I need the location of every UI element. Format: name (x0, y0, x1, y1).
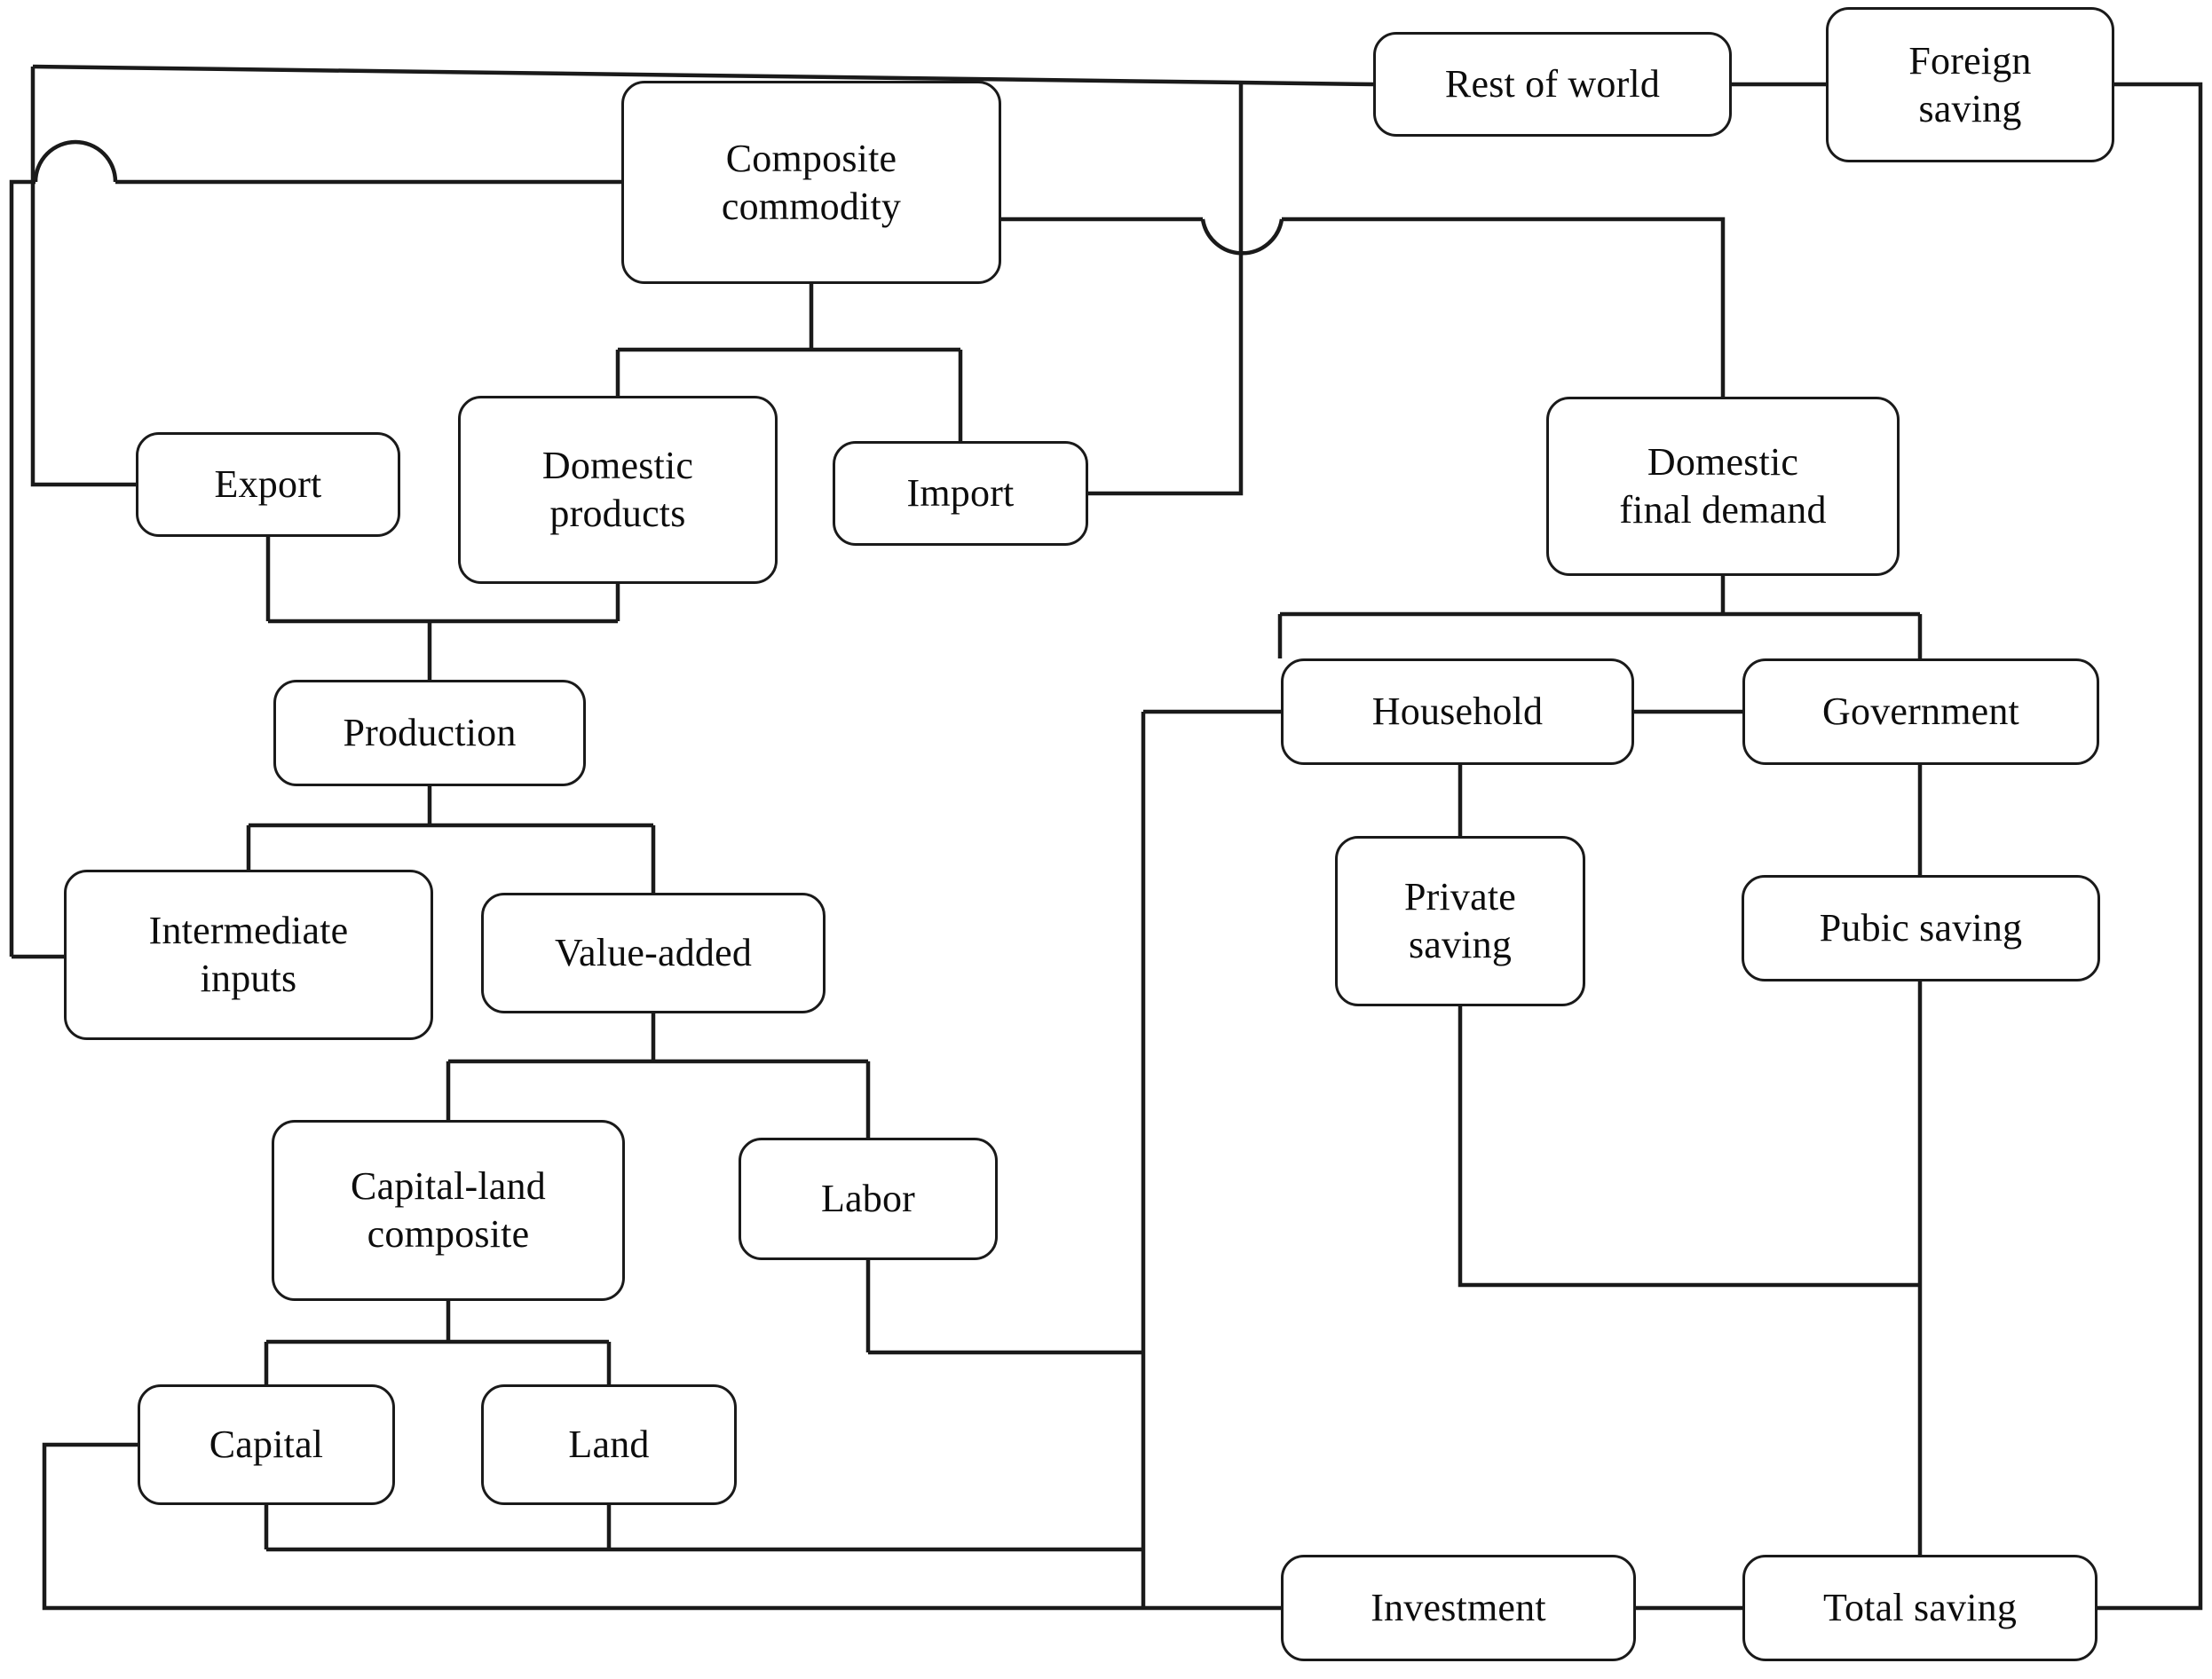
node-label: Investment (1371, 1586, 1546, 1630)
node-pubic-saving[interactable]: Pubic saving (1742, 875, 2100, 981)
node-label: Government (1822, 690, 2019, 734)
node-intermediate-inputs[interactable]: Intermediate inputs (64, 870, 433, 1040)
node-household[interactable]: Household (1281, 658, 1634, 765)
node-label: Pubic saving (1819, 906, 2023, 950)
node-label: Household (1371, 690, 1544, 734)
node-capital[interactable]: Capital (138, 1384, 395, 1505)
edge-composite-to-final-demand-right (1282, 217, 1726, 397)
node-government[interactable]: Government (1742, 658, 2099, 765)
edge-composite-to-export-hop (33, 139, 118, 183)
node-labor[interactable]: Labor (739, 1138, 998, 1260)
node-label: Composite commodity (721, 136, 902, 228)
edge-foreign-saving-to-total-saving (2097, 82, 2203, 1611)
node-label: Intermediate inputs (148, 909, 349, 1000)
node-export[interactable]: Export (136, 432, 400, 537)
node-label: Domestic products (541, 444, 694, 535)
node-label: Total saving (1822, 1586, 2018, 1630)
node-label: Foreign saving (1908, 38, 2032, 130)
node-label: Labor (820, 1177, 916, 1221)
edge-composite-to-final-demand-hop (1200, 218, 1284, 256)
node-foreign-saving[interactable]: Foreign saving (1826, 7, 2114, 162)
node-label: Land (568, 1423, 650, 1467)
node-composite-commodity[interactable]: Composite commodity (621, 81, 1001, 284)
node-value-added[interactable]: Value-added (481, 893, 826, 1013)
node-label: Value-added (554, 931, 753, 975)
node-label: Capital (209, 1423, 324, 1467)
node-rest-of-world[interactable]: Rest of world (1373, 32, 1732, 137)
node-label: Private saving (1403, 875, 1517, 966)
node-domestic-products[interactable]: Domestic products (458, 396, 778, 584)
node-total-saving[interactable]: Total saving (1742, 1555, 2097, 1661)
node-label: Capital-land composite (351, 1164, 546, 1256)
node-land[interactable]: Land (481, 1384, 737, 1505)
edge-private-saving-to-total-saving (1458, 1006, 1920, 1288)
node-label: Domestic final demand (1619, 440, 1827, 532)
node-domestic-final-demand[interactable]: Domestic final demand (1546, 397, 1900, 576)
edge-export-left-rail (30, 67, 136, 487)
node-private-saving[interactable]: Private saving (1335, 836, 1585, 1006)
node-capital-land-composite[interactable]: Capital-land composite (272, 1120, 625, 1301)
node-label: Export (214, 462, 322, 507)
node-label: Import (906, 471, 1015, 516)
node-import[interactable]: Import (833, 441, 1088, 546)
edge-import-to-rest-of-world (1088, 84, 1244, 496)
edge-composite-to-export-left (9, 179, 36, 957)
node-label: Production (343, 711, 517, 755)
node-investment[interactable]: Investment (1281, 1555, 1636, 1661)
node-production[interactable]: Production (273, 680, 586, 786)
node-label: Rest of world (1444, 62, 1661, 106)
